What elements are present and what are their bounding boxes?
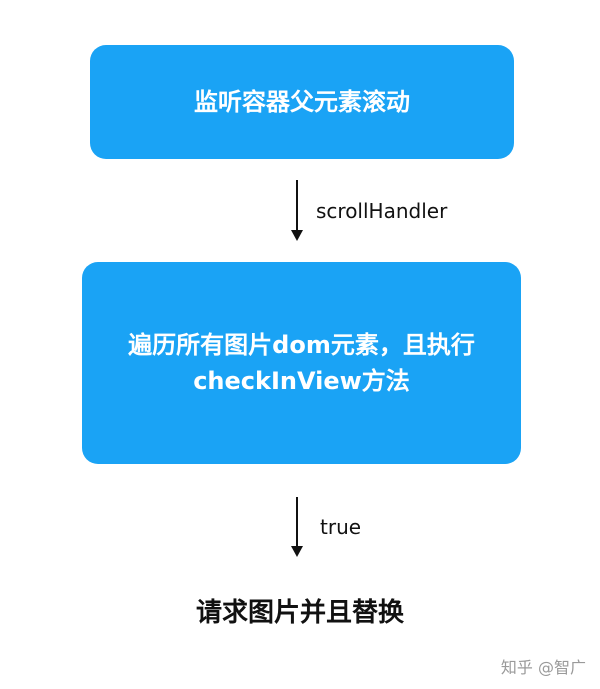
- step-listen-scroll-box: 监听容器父元素滚动: [90, 45, 514, 159]
- step-traverse-line-2: checkInView方法: [193, 367, 410, 395]
- step-traverse-line-1: 遍历所有图片dom元素，且执行: [128, 331, 475, 359]
- edge-label-scroll-handler: scrollHandler: [316, 199, 448, 223]
- step-listen-scroll-text: 监听容器父元素滚动: [194, 88, 410, 116]
- arrow-2-head: [291, 546, 303, 557]
- edge-label-true: true: [320, 515, 362, 539]
- arrow-down-1: [291, 180, 303, 241]
- step-request-replace-text: 请求图片并且替换: [195, 598, 404, 628]
- arrow-1-shaft: [296, 180, 298, 232]
- step-traverse-images-text: 遍历所有图片dom元素，且执行 checkInView方法: [128, 327, 475, 399]
- arrow-down-2: [291, 497, 303, 557]
- arrow-2-shaft: [296, 497, 298, 548]
- watermark: 知乎 @智广: [500, 658, 586, 677]
- step-traverse-images-box: 遍历所有图片dom元素，且执行 checkInView方法: [82, 262, 521, 464]
- arrow-1-head: [291, 230, 303, 241]
